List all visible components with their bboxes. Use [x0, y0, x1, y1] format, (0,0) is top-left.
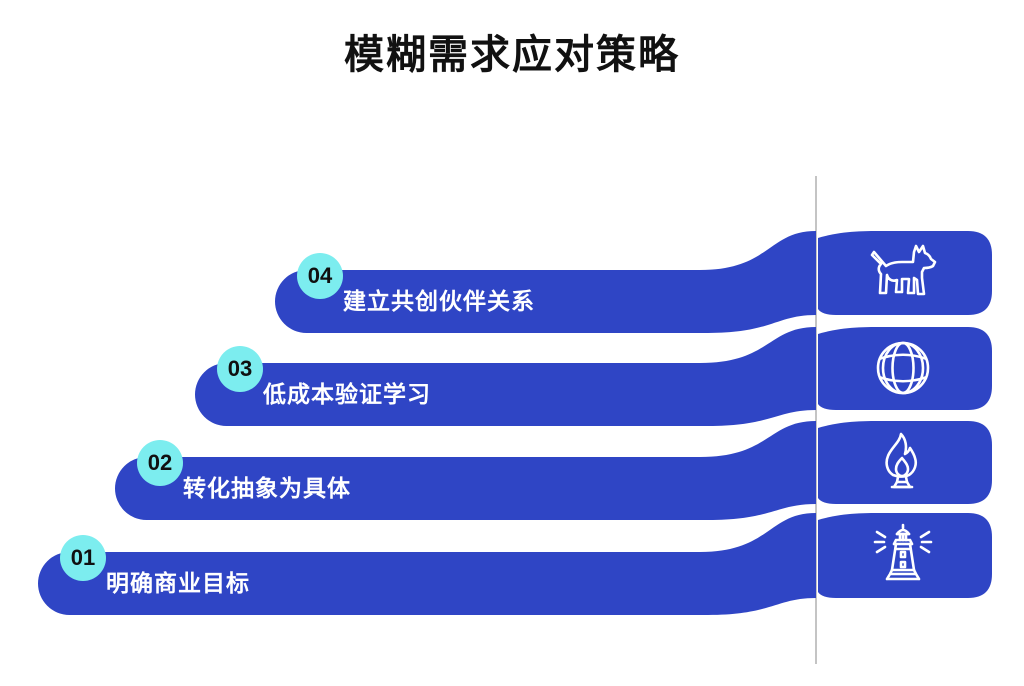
globe-icon — [876, 341, 930, 395]
icon-card-globe — [818, 327, 992, 410]
step-ribbon-04 — [275, 231, 817, 334]
dog-icon — [870, 244, 937, 296]
step-ribbon-03 — [195, 327, 816, 426]
icon-card-dog — [818, 231, 992, 315]
step-ribbon-02 — [115, 421, 817, 520]
step-badge-01: 01 — [60, 535, 106, 581]
step-label-01: 明确商业目标 — [106, 570, 250, 596]
lighthouse-icon — [873, 523, 933, 581]
page-title: 模糊需求应对策略 — [344, 33, 680, 77]
step-badge-03: 03 — [217, 346, 263, 392]
step-badge-02: 02 — [137, 440, 183, 486]
step-label-02: 转化抽象为具体 — [183, 475, 351, 501]
step-badge-04: 04 — [297, 253, 343, 299]
flame-icon — [885, 432, 918, 489]
step-ribbon-01 — [38, 513, 817, 615]
step-label-04: 建立共创伙伴关系 — [343, 288, 535, 314]
step-label-03: 低成本验证学习 — [263, 381, 431, 407]
